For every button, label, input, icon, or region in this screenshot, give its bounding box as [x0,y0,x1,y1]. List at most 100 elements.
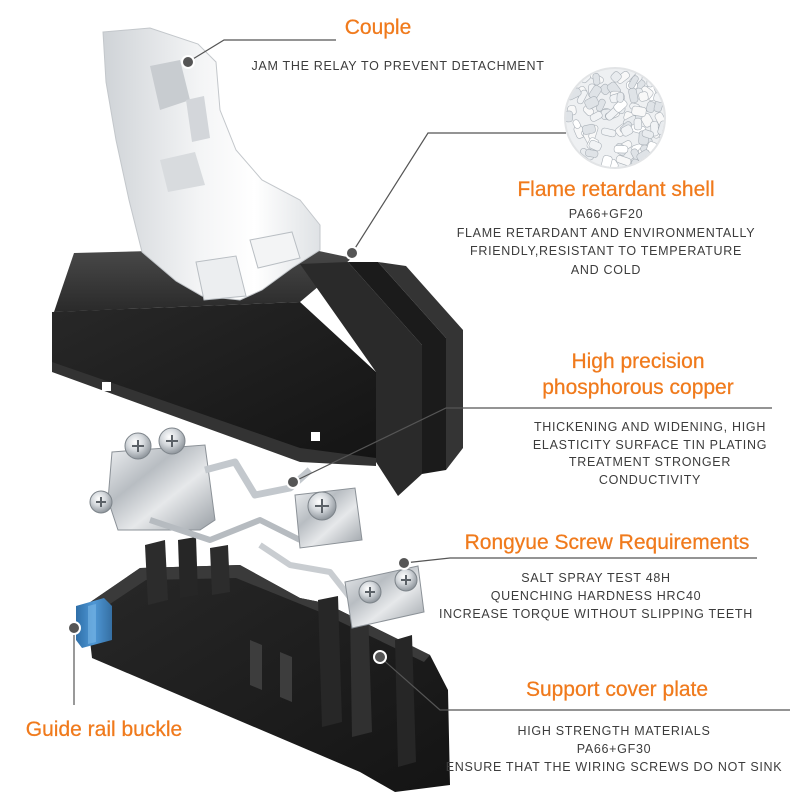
desc-line: SALT SPRAY TEST 48H [521,571,671,585]
screw-cross [96,497,106,507]
contact-terminal-block [107,444,216,531]
desc-line: ENSURE THAT THE WIRING SCREWS DO NOT SIN… [445,760,783,774]
granule-cluster [566,70,664,167]
granule [589,111,603,122]
granule [613,145,629,154]
contact-spring [149,517,302,543]
base-slot [280,652,292,702]
callout-line-couple [187,39,336,63]
base-fin [210,545,230,595]
clip-latch [249,231,301,269]
callout-title-guide-buckle: Guide rail buckle [25,718,183,741]
shell-lower-flange [52,362,376,466]
desc-line: JAM THE RELAY TO PREVENT DETACHMENT [251,59,545,73]
granule [620,124,634,137]
guide-rail-buckle-part [76,598,112,648]
callout-title-couple: Couple [344,16,412,39]
callout-dot-copper [286,475,300,489]
desc-line: AND COLD [570,262,642,277]
terminal-screw [358,580,382,604]
desc-line: FRIENDLY,RESISTANT TO TEMPERATURE [470,244,742,259]
copper-contacts [89,427,425,629]
screw-cross [365,587,375,597]
granule [588,139,602,152]
clip-latch [195,255,247,301]
granule [581,123,596,135]
clip-cavity [186,96,210,142]
callout-desc-screw: SALT SPRAY TEST 48H QUENCHING HARDNESS H… [426,569,766,623]
desc-line: INCREASE TORQUE WITHOUT SLIPPING TEETH [439,607,753,621]
callout-dot-support-plate [373,650,387,664]
flame-retardant-shell [52,247,463,496]
callout-desc-couple: JAM THE RELAY TO PREVENT DETACHMENT [228,57,568,75]
terminal-screw [124,432,152,460]
granule [601,127,617,138]
granule [585,149,599,158]
callout-line-copper [292,407,772,483]
granule [592,73,601,86]
terminal-screw [307,491,337,521]
granule [613,98,628,113]
desc-line: HIGH STRENGTH MATERIALS [517,724,711,738]
callout-title-flame-shell: Flame retardant shell [517,178,715,201]
granule-sample-circle [564,67,666,169]
granule [572,119,581,129]
granule [566,110,573,123]
title-line: phosphorous copper [542,376,734,399]
shell-front [52,302,376,462]
desc-line: PA66+GF20 [568,207,644,221]
base-fin [350,608,372,737]
base-fin [318,596,342,727]
desc-line: FLAME RETARDANT AND ENVIRONMENTALLY [456,225,756,240]
desc-line: CONDUCTIVITY [598,473,702,488]
granule [615,155,632,166]
callout-title-copper: High precision phosphorous copper [508,349,768,401]
desc-line: THICKENING AND WIDENING, HIGH [533,420,767,434]
screw-cross [166,435,178,447]
callout-title-screw: Rongyue Screw Requirements [464,531,750,554]
desc-line: ELASTICITY SURFACE TIN PLATING [532,437,768,452]
callout-dots [67,55,411,664]
clip-cavity [160,152,205,192]
granule [631,105,647,117]
shell-rib [300,262,422,496]
terminal-screw [394,568,418,592]
callout-line-support-plate [379,656,790,711]
callout-desc-support-plate: HIGH STRENGTH MATERIALS PA66+GF30 ENSURE… [430,722,798,776]
base-fin [145,540,168,605]
base-top-edge [86,565,430,662]
shell-hole [102,382,111,391]
desc-line: QUENCHING HARDNESS HRC40 [490,589,702,603]
granule [633,117,643,131]
buckle-highlight [88,604,96,644]
callout-dot-screw [397,556,411,570]
callout-dot-flame-shell [345,246,359,260]
title-line: High precision [571,350,705,373]
callout-dot-couple [181,55,195,69]
granule [616,91,624,103]
desc-line: TREATMENT STRONGER [568,455,732,470]
callout-line-flame-shell [351,132,566,254]
granule [610,71,622,83]
base-fin [395,635,416,767]
granule [628,75,639,89]
couple-clip [102,27,321,301]
shell-rib [348,262,446,474]
callout-lines [73,39,790,711]
screw-cross [401,575,411,585]
desc-line: PA66+GF30 [576,742,652,756]
granule [584,96,600,110]
granule [638,91,649,102]
shell-rib [378,262,463,470]
callout-title-support-plate: Support cover plate [525,678,709,701]
terminal-screw [158,427,186,455]
granule [641,129,654,139]
terminal-screw [89,490,113,514]
callout-desc-copper: THICKENING AND WIDENING, HIGH ELASTICITY… [505,419,795,490]
callout-desc-flame-shell: PA66+GF20 FLAME RETARDANT AND ENVIRONMEN… [436,205,776,279]
callout-line-screw [403,557,757,564]
base-fin [178,537,198,598]
clip-cavity [150,60,190,110]
callout-dot-guide-buckle [67,621,81,635]
